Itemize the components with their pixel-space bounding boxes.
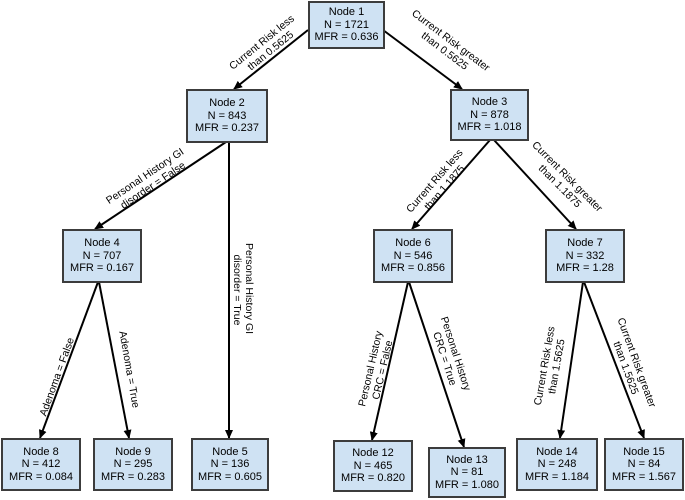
node-6: Node 6 N = 546 MFR = 0.856	[373, 229, 453, 283]
node-count: N = 707	[82, 249, 122, 262]
node-title: Node 15	[623, 445, 665, 458]
node-count: N = 465	[353, 459, 393, 472]
node-5: Node 5 N = 136 MFR = 0.605	[191, 438, 269, 491]
edge-node3-node7	[493, 139, 577, 230]
node-8: Node 8 N = 412 MFR = 0.084	[1, 438, 81, 491]
node-14: Node 14 N = 248 MFR = 1.184	[516, 438, 598, 491]
node-count: N = 412	[21, 458, 61, 471]
edge-label-line: Current Risk greater	[529, 139, 605, 215]
edge-node6-node13	[408, 281, 466, 448]
node-1: Node 1 N = 1721 MFR = 0.636	[308, 1, 385, 49]
node-15: Node 15 N = 84 MFR = 1.567	[604, 438, 684, 491]
edge-label-line: Adenoma = False	[37, 336, 77, 418]
node-title: Node 8	[23, 445, 59, 458]
edge-label-node7-node15: Current Risk greater than 1.5625	[603, 316, 659, 416]
edge-label-node1-node3: Current Risk greater than 0.5625	[402, 7, 494, 85]
node-mfr: MFR = 0.856	[381, 262, 445, 275]
node-count: N = 84	[627, 458, 661, 471]
edge-label-node2-node5: Personal History GI disorder = True	[231, 243, 255, 337]
edge-label-line: Adenoma = True	[116, 330, 141, 409]
node-title: Node 3	[471, 96, 508, 109]
node-mfr: MFR = 1.28	[556, 262, 614, 275]
node-9: Node 9 N = 295 MFR = 0.283	[93, 438, 173, 491]
node-mfr: MFR = 0.605	[198, 470, 262, 483]
node-mfr: MFR = 0.084	[9, 470, 73, 483]
node-mfr: MFR = 1.018	[457, 121, 522, 134]
node-title: Node 12	[352, 447, 394, 460]
node-mfr: MFR = 0.283	[101, 470, 165, 483]
node-mfr: MFR = 1.567	[612, 470, 676, 483]
node-7: Node 7 N = 332 MFR = 1.28	[545, 229, 625, 283]
node-title: Node 7	[567, 237, 603, 250]
node-count: N = 546	[393, 249, 433, 262]
edge-label-node4-node9: Adenoma = True	[116, 330, 141, 409]
node-count: N = 843	[207, 109, 247, 122]
node-count: N = 248	[537, 458, 577, 471]
node-4: Node 4 N = 707 MFR = 0.167	[62, 229, 142, 283]
edge-node2-node4	[94, 141, 227, 230]
node-count: N = 81	[450, 466, 484, 479]
edge-node1-node3	[382, 29, 463, 90]
edge-label-node1-node2: Current Risk less than 0.5625	[227, 11, 306, 82]
node-mfr: MFR = 1.080	[435, 478, 499, 491]
node-3: Node 3 N = 878 MFR = 1.018	[450, 89, 529, 141]
node-count: N = 332	[565, 249, 605, 262]
edge-label-node4-node8: Adenoma = False	[37, 336, 77, 418]
node-title: Node 1	[328, 6, 365, 19]
node-title: Node 14	[536, 445, 578, 458]
edge-label-line: Personal History GI	[243, 243, 255, 334]
edge-label-node7-node14: Current Risk less than 1.5625	[532, 323, 570, 409]
node-count: N = 295	[113, 458, 153, 471]
edge-label-node6-node12: Personal History CRC = False	[356, 327, 397, 410]
node-count: N = 136	[210, 458, 250, 471]
node-title: Node 2	[209, 97, 245, 110]
edge-node4-node8	[39, 281, 99, 439]
edge-label-line: disorder = True	[231, 255, 243, 326]
node-title: Node 9	[115, 445, 151, 458]
node-mfr: MFR = 1.184	[525, 470, 589, 483]
node-2: Node 2 N = 843 MFR = 0.237	[186, 89, 268, 143]
edge-node3-node6	[411, 139, 491, 230]
node-mfr: MFR = 0.167	[70, 262, 134, 275]
node-mfr: MFR = 0.636	[314, 31, 379, 44]
node-12: Node 12 N = 465 MFR = 0.820	[333, 440, 413, 492]
edge-label-node3-node6: Current Risk less than 1.1875	[404, 145, 476, 223]
edge-node7-node14	[557, 281, 584, 439]
node-title: Node 5	[212, 445, 248, 458]
node-count: N = 1721	[324, 18, 369, 31]
node-mfr: MFR = 0.237	[195, 122, 259, 135]
edge-label-node2-node4: Personal History GI disorder = False	[104, 144, 195, 216]
node-13: Node 13 N = 81 MFR = 1.080	[428, 447, 506, 498]
node-title: Node 6	[395, 237, 431, 250]
edge-node6-node12	[369, 281, 409, 441]
node-title: Node 13	[446, 453, 488, 466]
edge-node1-node2	[233, 29, 309, 90]
node-mfr: MFR = 0.820	[341, 472, 405, 485]
node-title: Node 4	[84, 237, 120, 250]
edge-node7-node15	[583, 281, 645, 439]
node-count: N = 878	[470, 108, 509, 121]
edge-node4-node9	[98, 281, 132, 439]
